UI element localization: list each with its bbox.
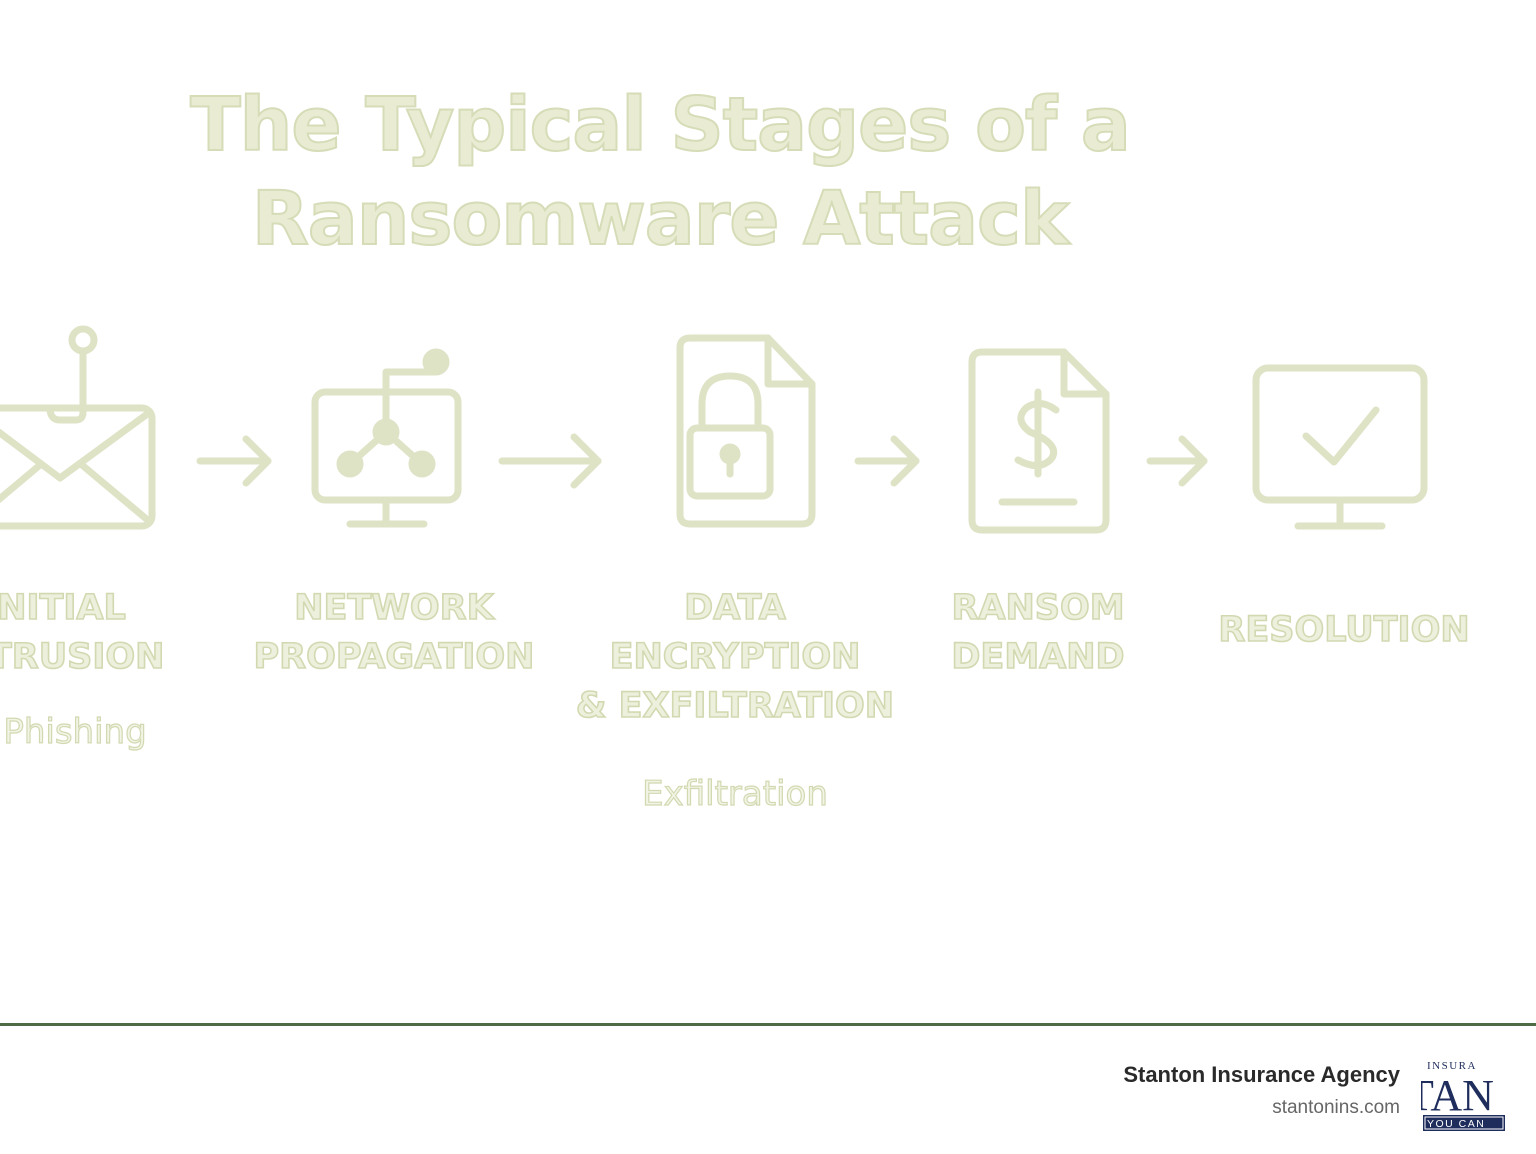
company-name: Stanton Insurance Agency (1123, 1062, 1400, 1087)
stage-4-label: RANSOM DEMAND (951, 587, 1126, 678)
diagram-title: The Typical Stages of a Ransomware Attac… (189, 81, 1132, 263)
stage-icons (0, 325, 1428, 534)
arrow-2-icon (498, 433, 602, 489)
check-monitor-icon (1252, 364, 1428, 530)
stage-3-label: DATA ENCRYPTION & EXFILTRATION (575, 587, 895, 727)
network-monitor-icon (311, 348, 462, 528)
arrow-4-icon (1146, 435, 1208, 487)
stage-3-sub: Exfiltration (642, 773, 829, 814)
company-logo: INSURA TAN YOU CAN (1421, 1058, 1505, 1134)
stage-5-label: RESOLUTION (1218, 609, 1471, 651)
stage-2-label: NETWORK PROPAGATION (253, 587, 536, 678)
arrow-1-icon (196, 435, 272, 487)
stage-1-label: INITIAL INTRUSION (0, 587, 165, 678)
stage-1-sub: Phishing (3, 711, 148, 752)
logo-mark: INSURA TAN YOU CAN (1421, 1060, 1505, 1131)
footer-divider (0, 1023, 1536, 1026)
phishing-email-icon (0, 325, 156, 530)
ransom-document-icon (968, 348, 1110, 534)
logo-text-top: INSURA (1427, 1060, 1477, 1072)
logo-text-main: TAN (1421, 1071, 1494, 1120)
arrow-3-icon (854, 435, 920, 487)
company-url[interactable]: stantonins.com (1272, 1097, 1400, 1118)
locked-file-icon (676, 334, 816, 528)
logo-text-bottom: YOU CAN (1427, 1118, 1485, 1130)
